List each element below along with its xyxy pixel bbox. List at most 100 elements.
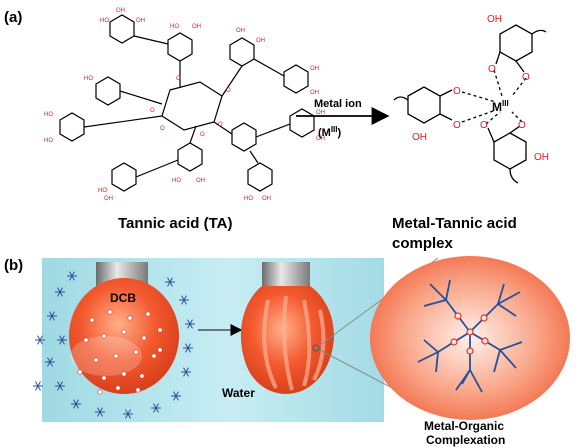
tannic-acid-molecule [185, 319, 195, 329]
o-label-6: O [518, 120, 526, 131]
metal-ion-dot [89, 317, 95, 323]
o-label-5: O [480, 120, 488, 131]
needle-right [262, 262, 310, 286]
complex-ring-top [499, 24, 533, 62]
metal-ion-dot [139, 373, 145, 379]
svg-text:OH: OH [236, 28, 245, 34]
tannic-acid-molecule [57, 335, 67, 345]
tannic-acid-structure [59, 14, 315, 192]
metal-ion-dot [157, 327, 163, 333]
metal-ion-dot [83, 337, 89, 343]
zoom-origin [312, 344, 320, 352]
svg-text:O: O [218, 122, 223, 128]
svg-text:OH: OH [316, 136, 325, 142]
metal-ion-dot [101, 333, 107, 339]
metal-ion-dot [157, 347, 163, 353]
droplet-highlight [70, 336, 142, 376]
arrow-top-label: Metal ion [314, 98, 362, 110]
tannic-acid-molecule [33, 381, 43, 391]
tannic-acid-molecule [47, 311, 57, 321]
metal-ion-dots [77, 309, 163, 395]
tannic-acid-molecule [45, 357, 55, 367]
tannic-acid-molecule [55, 287, 65, 297]
galloyl-ring-upper-left [95, 76, 121, 106]
tannic-acid-molecule [183, 343, 193, 353]
galloyl-ring-right [283, 64, 309, 94]
o-label-4: O [522, 72, 530, 83]
svg-text:HO: HO [84, 76, 93, 82]
water-label: Water [222, 386, 255, 400]
tannic-acid-caption: Tannic acid (TA) [118, 215, 232, 232]
galloyl-ring-lower-left [111, 162, 137, 192]
svg-text:OH: OH [316, 110, 325, 116]
galloyl-ring-far-right [289, 108, 315, 138]
metal-complex-labels: MIII OH OH OH O O O O O O [412, 14, 549, 163]
tannic-acid-molecule [123, 409, 133, 419]
metal-ion-dot [141, 335, 147, 341]
metal-ion-dot [135, 387, 141, 393]
galloyl-ring-bottom-right [247, 162, 273, 192]
galloyl-ring-top [167, 32, 193, 62]
droplet-wrinkles [262, 295, 326, 391]
wavy-bond-left [393, 96, 409, 101]
tannic-acid-molecule [35, 335, 45, 345]
coordination-bonds [461, 69, 527, 125]
svg-text:O: O [176, 76, 181, 82]
tannic-acid-molecule [165, 277, 175, 287]
svg-text:OH: OH [192, 24, 201, 30]
metal-ion-dot [133, 349, 139, 355]
wavy-bond-bottom [509, 168, 519, 184]
svg-text:OH: OH [256, 38, 265, 44]
metal-ion-dot [121, 329, 127, 335]
o-label-1: O [453, 86, 461, 97]
metal-ion-dot [101, 375, 107, 381]
tannic-acid-molecule [95, 407, 105, 417]
galloyl-ring-top-left [109, 14, 135, 44]
svg-text:HO: HO [44, 112, 53, 118]
svg-text:O: O [226, 88, 231, 94]
tannic-acid-molecule [171, 391, 181, 401]
svg-text:OH: OH [262, 196, 271, 202]
tannic-acid-molecule [67, 271, 77, 281]
galloyl-ring-lower [177, 142, 203, 172]
metal-center-label: MIII [492, 99, 509, 114]
oh-label-top: OH [487, 14, 502, 25]
svg-text:O: O [200, 132, 205, 138]
o-label-3: O [488, 64, 496, 75]
tannic-acid-molecule [55, 381, 65, 391]
svg-text:HO: HO [44, 138, 53, 144]
glucose-ring [161, 81, 223, 131]
tannic-acid-molecule [179, 295, 189, 305]
svg-text:HO: HO [172, 178, 181, 184]
dcb-droplet-initial [69, 278, 179, 394]
oh-label-left: OH [412, 132, 427, 143]
tannic-acid-molecule [71, 399, 81, 409]
oh-label-right: OH [534, 152, 549, 163]
svg-text:O: O [160, 126, 165, 132]
svg-text:HO: HO [244, 196, 253, 202]
metal-ion-dot [97, 389, 103, 395]
complex-ring-left [407, 86, 441, 124]
metal-ion-dot [121, 371, 127, 377]
panel-a-label: (a) [4, 9, 22, 26]
metal-ion-dot [77, 369, 83, 375]
svg-text:OH: OH [310, 66, 319, 72]
metal-ion-dot [115, 385, 121, 391]
galloyl-ring-lower-right [231, 122, 257, 152]
tannic-acid-molecule [181, 367, 191, 377]
svg-text:HO: HO [170, 24, 179, 30]
complex-ring-bottom [493, 132, 527, 170]
svg-text:O: O [150, 108, 155, 114]
metal-ion-dot [151, 353, 157, 359]
svg-text:OH: OH [116, 8, 125, 14]
complex-caption-line1: Metal-Tannic acid [392, 215, 517, 232]
svg-text:OH: OH [104, 196, 113, 202]
svg-text:OH: OH [310, 90, 319, 96]
metal-ion-dot [93, 357, 99, 363]
metal-ion-dot [145, 311, 151, 317]
svg-text:OH: OH [196, 178, 205, 184]
svg-text:HO: HO [100, 18, 109, 24]
metal-nodes [450, 312, 489, 355]
wavy-bond-top [531, 29, 547, 35]
